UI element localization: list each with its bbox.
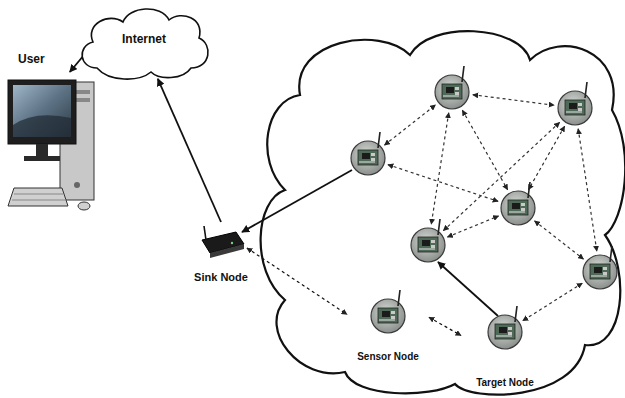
mesh-link (385, 105, 436, 145)
mesh-link (443, 122, 559, 230)
data-path-arrow (438, 262, 498, 316)
mesh-link (473, 95, 554, 106)
sensor-mote (411, 219, 445, 262)
sensor-mote (435, 66, 469, 109)
sink-node: Sink Node (185, 222, 257, 284)
node-label: User (18, 53, 45, 67)
wireless-link (429, 317, 461, 335)
user-computer (8, 80, 94, 210)
sensor-mote (558, 82, 592, 125)
mesh-link (523, 283, 582, 321)
internet-cloud: Internet (75, 2, 213, 82)
mesh-link (578, 129, 597, 251)
mesh-links (242, 95, 597, 321)
mesh-link (462, 110, 507, 189)
uplink-arrow (158, 79, 221, 222)
node-label: Internet (122, 33, 166, 47)
data-path-arrow (242, 170, 352, 232)
mesh-link (447, 216, 498, 237)
sensor-field-cloud (261, 31, 625, 395)
sink-router (202, 226, 244, 258)
sensor-mote (351, 132, 385, 175)
mesh-link (528, 126, 564, 190)
sensor-mote (371, 290, 405, 333)
wireless-link (247, 248, 347, 314)
sensor-mote (583, 246, 617, 289)
sensor-mote (501, 182, 535, 225)
node-label: Sensor Node (347, 351, 429, 363)
node-label: Target Node (461, 377, 549, 389)
user-terminal: User (4, 72, 98, 222)
mesh-link (431, 113, 448, 225)
mesh-link (535, 221, 584, 259)
mesh-link (388, 165, 498, 202)
node-label: Sink Node (185, 271, 257, 284)
target-node: Target Node (461, 306, 549, 388)
target-mote (488, 306, 522, 349)
sensor-node: Sensor Node (347, 292, 429, 362)
